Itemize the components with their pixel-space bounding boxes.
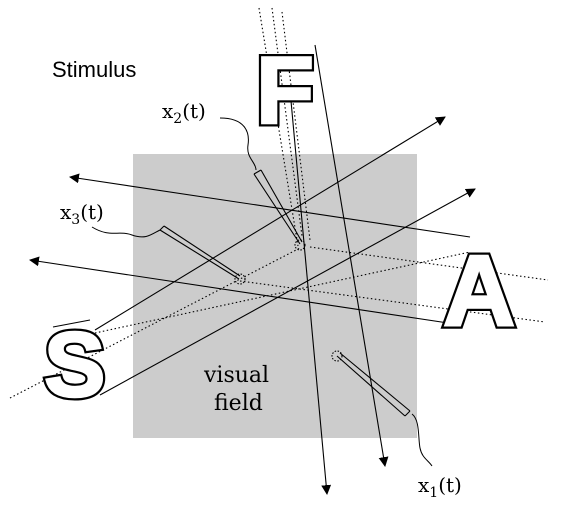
- letter-s-inner: S: [44, 314, 105, 416]
- ray-toward-upper-right: [99, 188, 476, 396]
- x2-label: x2(t): [162, 99, 206, 127]
- label-leaders: [91, 117, 433, 467]
- ray-down-1: [289, 89, 332, 495]
- x1-label: x1(t): [418, 473, 462, 501]
- ray-lines: [29, 44, 476, 495]
- stimulus-label: Stimulus: [52, 57, 136, 82]
- letter-f: F: [256, 38, 314, 144]
- receptor-x2: [253, 169, 306, 251]
- ray-toward-left-upper: [69, 173, 471, 238]
- ray-toward-left-lower: [29, 256, 449, 324]
- ray-toward-a-upper: [94, 116, 446, 331]
- receptor-x1: [331, 350, 411, 417]
- x3-label: x3(t): [60, 200, 104, 228]
- letter-a-group: A A: [440, 232, 519, 351]
- letter-a: A: [443, 235, 515, 347]
- letter-s-group: S S: [41, 311, 109, 420]
- visual-field-label-line1: visual: [203, 363, 269, 388]
- letter-a-inner: A: [443, 235, 515, 347]
- letter-f-inner: F: [256, 38, 314, 144]
- letter-s: S: [44, 314, 105, 416]
- ray-down-2: [314, 44, 389, 467]
- letter-f-group: F F: [253, 35, 318, 148]
- visual-field-label-line2: field: [214, 391, 263, 416]
- receptor-x3: [159, 225, 246, 285]
- visual-field: [133, 154, 417, 438]
